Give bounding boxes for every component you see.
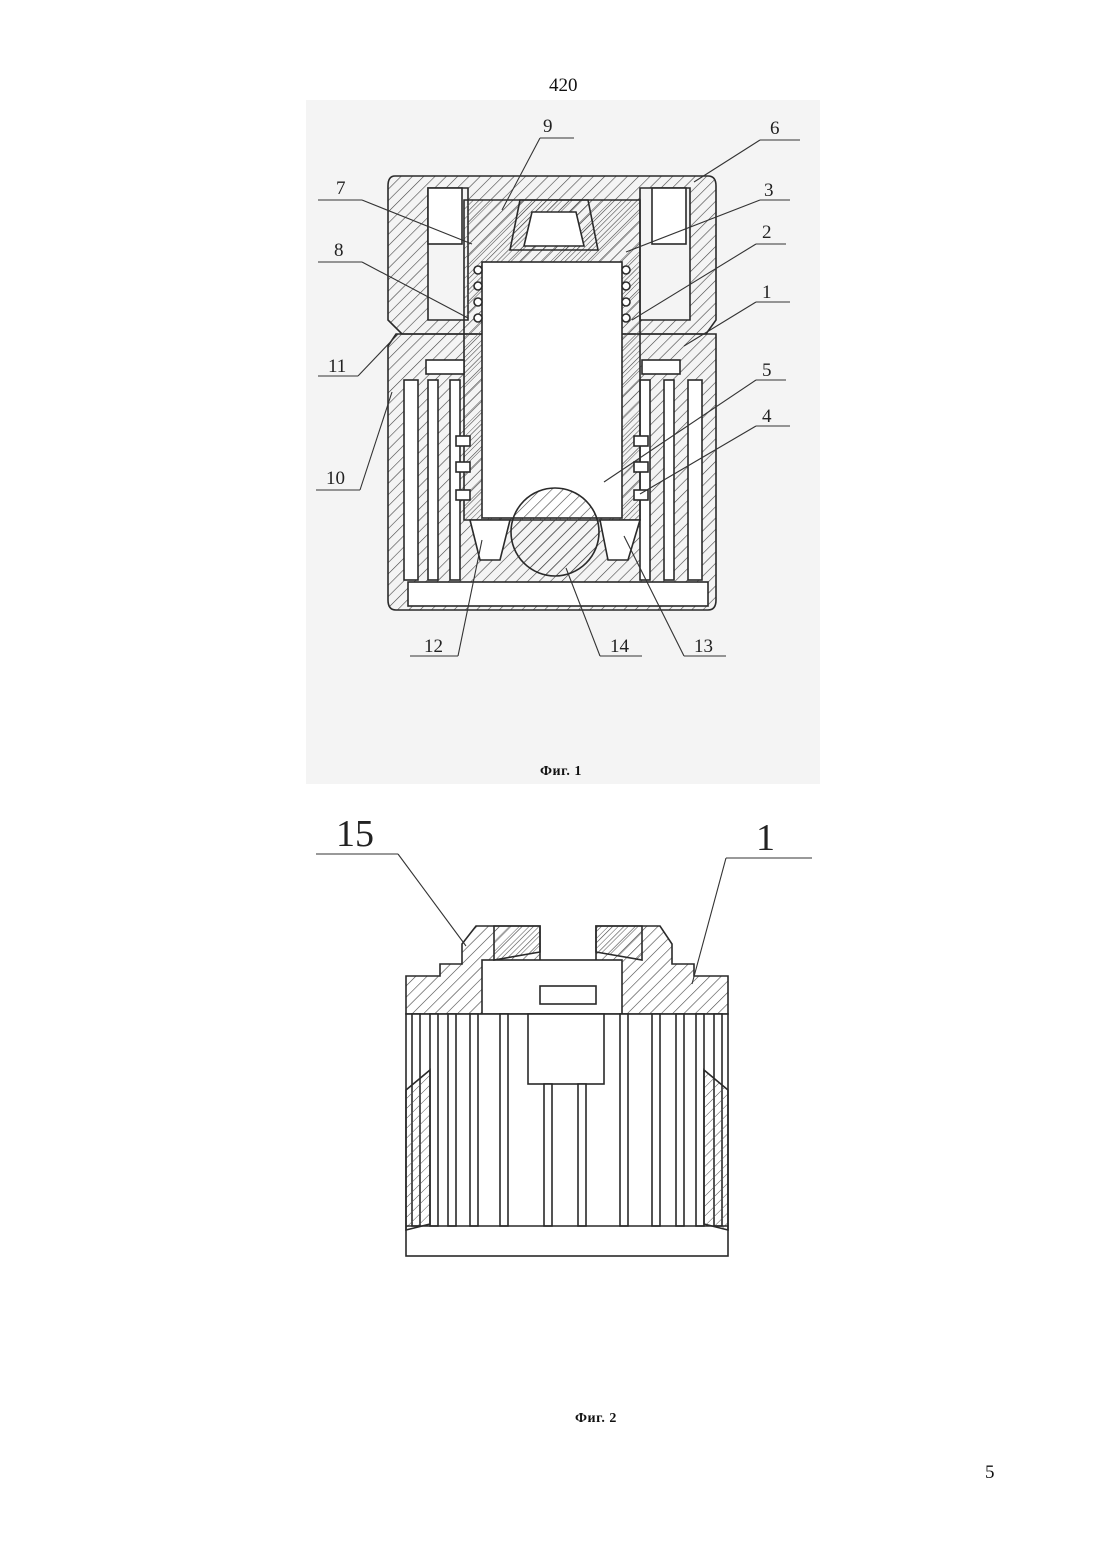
label-8: 8 xyxy=(334,240,344,261)
label-12: 12 xyxy=(424,636,443,657)
figure-1-drawing xyxy=(388,176,716,610)
figure-2-drawing xyxy=(406,926,728,1256)
label-14: 14 xyxy=(610,636,630,657)
label-1: 1 xyxy=(762,282,772,303)
figure-1-caption: Фиг. 1 xyxy=(540,764,582,780)
label-5: 5 xyxy=(762,360,772,381)
label-11: 11 xyxy=(328,356,346,377)
label-15: 15 xyxy=(336,813,374,855)
figure-2-labels: 15 1 xyxy=(336,813,775,859)
ball-valve xyxy=(511,488,599,576)
label-10: 10 xyxy=(326,468,345,489)
page-number: 5 xyxy=(985,1463,995,1482)
label-7: 7 xyxy=(336,178,346,199)
label-3: 3 xyxy=(764,180,774,201)
label-1-fig2: 1 xyxy=(756,817,775,859)
label-13: 13 xyxy=(694,636,713,657)
label-4: 4 xyxy=(762,406,772,427)
figure-2-caption: Фиг. 2 xyxy=(575,1411,617,1427)
label-6: 6 xyxy=(770,118,780,139)
label-9: 9 xyxy=(543,116,553,137)
label-2: 2 xyxy=(762,222,772,243)
